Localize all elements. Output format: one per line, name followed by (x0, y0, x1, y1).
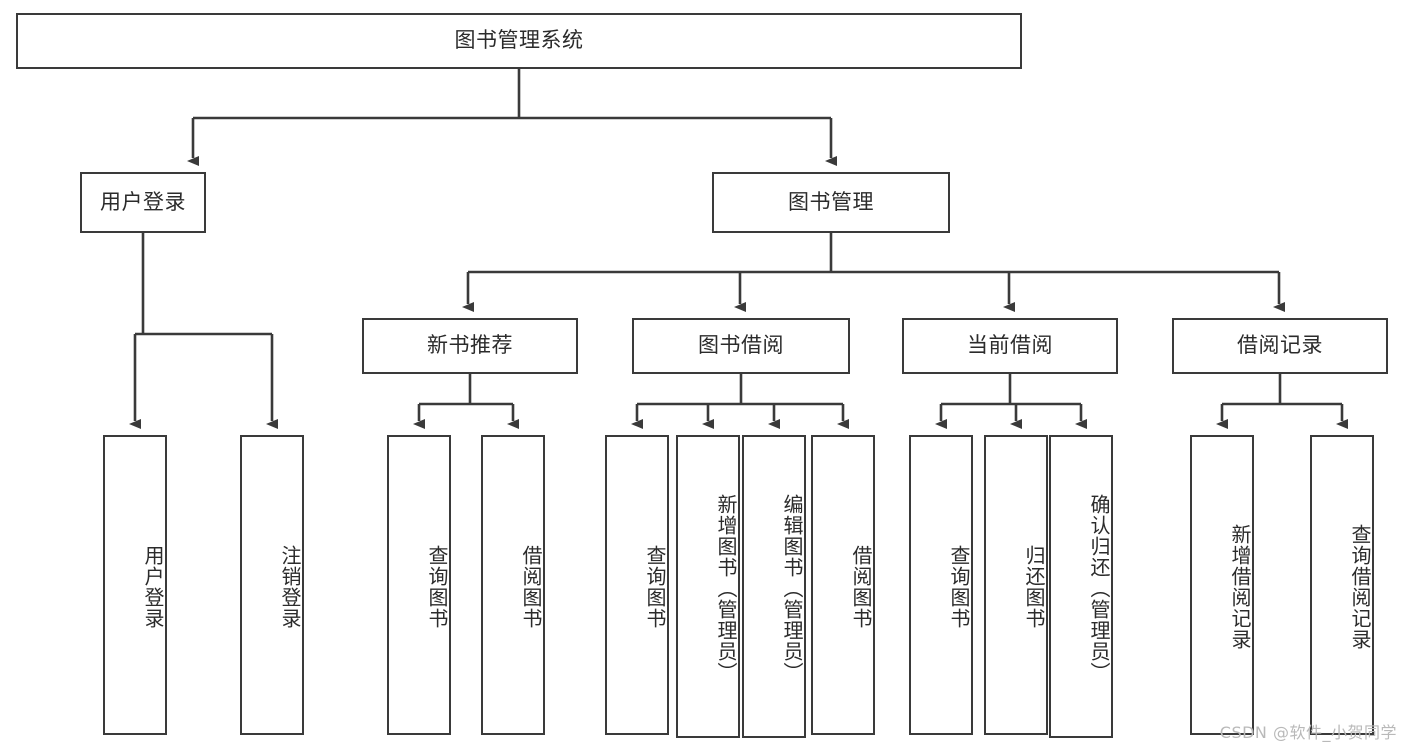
leaf-query-book-recommend[interactable]: 查询图书 (387, 435, 451, 735)
leaf-query-book-current[interactable]: 查询图书 (909, 435, 973, 735)
leaf-edit-book-admin[interactable]: 编辑图书（管理员） (742, 435, 806, 738)
leaf-label: 注销登录 (278, 545, 302, 629)
leaf-label: 编辑图书（管理员） (780, 494, 804, 683)
node-new-book-recommend[interactable]: 新书推荐 (362, 318, 578, 374)
node-user-login[interactable]: 用户登录 (80, 172, 206, 233)
leaf-label: 用户登录 (141, 545, 165, 629)
leaf-label: 新增图书（管理员） (714, 494, 738, 683)
leaf-label: 归还图书 (1022, 545, 1046, 629)
node-book-borrow[interactable]: 图书借阅 (632, 318, 850, 374)
leaf-borrow-book[interactable]: 借阅图书 (811, 435, 875, 735)
leaf-label: 查询图书 (643, 545, 667, 629)
node-borrow-record[interactable]: 借阅记录 (1172, 318, 1388, 374)
leaf-query-borrow-record[interactable]: 查询借阅记录 (1310, 435, 1374, 735)
leaf-logout-login[interactable]: 注销登录 (240, 435, 304, 735)
leaf-add-book-admin[interactable]: 新增图书（管理员） (676, 435, 740, 738)
leaf-label: 借阅图书 (849, 545, 873, 629)
leaf-user-login[interactable]: 用户登录 (103, 435, 167, 735)
leaf-return-book[interactable]: 归还图书 (984, 435, 1048, 735)
leaf-label: 借阅图书 (519, 545, 543, 629)
leaf-label: 查询图书 (425, 545, 449, 629)
node-root-system[interactable]: 图书管理系统 (16, 13, 1022, 69)
node-book-management[interactable]: 图书管理 (712, 172, 950, 233)
leaf-query-book-borrow[interactable]: 查询图书 (605, 435, 669, 735)
node-current-borrow[interactable]: 当前借阅 (902, 318, 1118, 374)
leaf-label: 查询借阅记录 (1348, 524, 1372, 650)
leaf-label: 确认归还（管理员） (1087, 494, 1111, 683)
leaf-label: 查询图书 (947, 545, 971, 629)
leaf-confirm-return-admin[interactable]: 确认归还（管理员） (1049, 435, 1113, 738)
leaf-label: 新增借阅记录 (1228, 524, 1252, 650)
leaf-borrow-book-recommend[interactable]: 借阅图书 (481, 435, 545, 735)
leaf-add-borrow-record[interactable]: 新增借阅记录 (1190, 435, 1254, 735)
